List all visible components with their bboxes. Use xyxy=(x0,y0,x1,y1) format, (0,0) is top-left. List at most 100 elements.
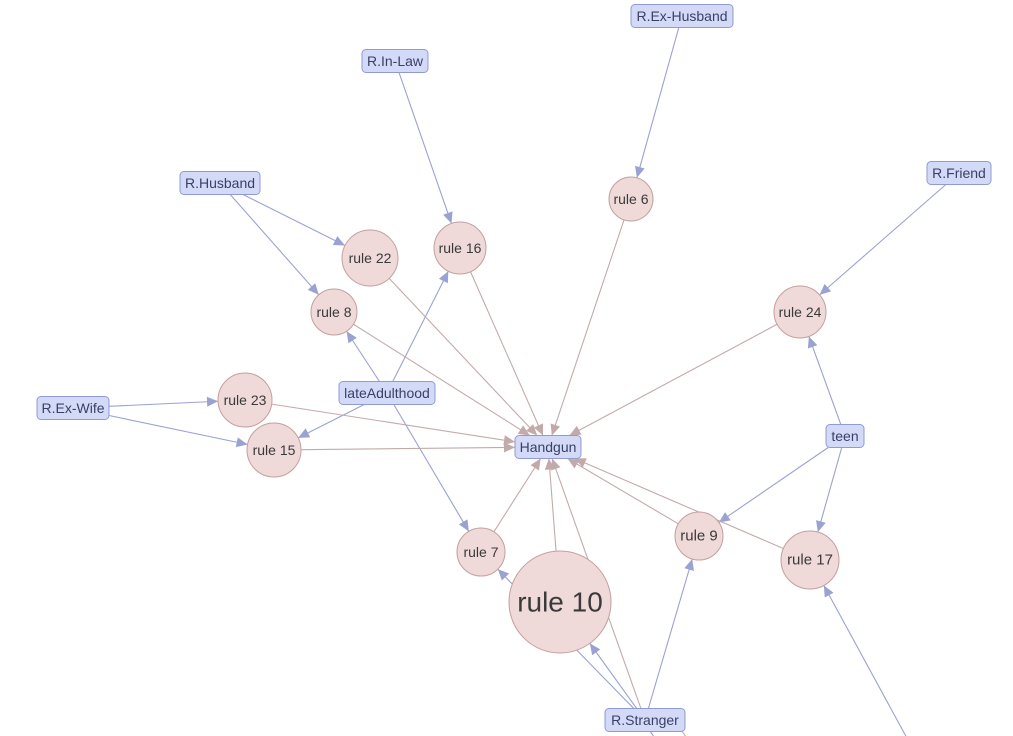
rule-label: rule 7 xyxy=(463,544,498,560)
item-label: lateAdulthood xyxy=(344,385,430,401)
item-box xyxy=(630,4,734,28)
edge-arrowhead xyxy=(589,643,601,656)
rule-node-rule-10[interactable]: rule 10 xyxy=(508,550,612,654)
item-node-r-friend[interactable]: R.Friend xyxy=(926,161,992,185)
edge-arrowhead xyxy=(823,585,834,598)
rule-node-rule-16[interactable]: rule 16 xyxy=(433,221,487,275)
rule-label: rule 24 xyxy=(779,304,822,320)
edge-rule-22-to-handgun xyxy=(388,278,538,436)
edge-r-in-law-to-rule-16 xyxy=(398,72,452,224)
rule-circle xyxy=(780,530,840,590)
edge-arrowhead xyxy=(569,425,582,436)
item-box xyxy=(36,396,110,420)
edge-arrowhead xyxy=(517,425,530,436)
node-layer: rule 6 rule 16 rule 22 rule 8 rule 24 rule 23… xyxy=(36,4,992,732)
edge-arrowhead xyxy=(458,519,469,532)
edge-arrowhead xyxy=(307,283,319,295)
item-node-r-ex-wife[interactable]: R.Ex-Wife xyxy=(36,396,110,420)
item-node-teen[interactable]: teen xyxy=(825,424,865,448)
item-box xyxy=(514,435,582,459)
rule-node-rule-24[interactable]: rule 24 xyxy=(773,285,827,339)
rule-circle xyxy=(217,372,273,428)
edge-teen-to-rule-24 xyxy=(808,336,842,425)
rule-node-rule-17[interactable]: rule 17 xyxy=(780,530,840,590)
rule-label: rule 22 xyxy=(349,250,392,266)
edge-r-ex-wife-to-rule-23 xyxy=(108,400,219,407)
item-node-handgun[interactable]: Handgun xyxy=(514,435,582,459)
item-node-late-adulthood[interactable]: lateAdulthood xyxy=(338,381,436,405)
rule-node-rule-6[interactable]: rule 6 xyxy=(608,176,654,222)
rule-circle xyxy=(246,422,302,478)
item-label: R.Husband xyxy=(185,175,255,191)
edge-r-stranger-to-rule-9 xyxy=(647,558,693,709)
rule-node-rule-15[interactable]: rule 15 xyxy=(246,422,302,478)
item-label: R.Ex-Wife xyxy=(42,400,105,416)
item-box xyxy=(825,424,865,448)
rule-label: rule 9 xyxy=(680,528,718,545)
edge-teen-to-rule-17 xyxy=(817,447,843,533)
edge-arrowhead xyxy=(816,520,826,533)
rule-node-rule-23[interactable]: rule 23 xyxy=(217,372,273,428)
edge-arrowhead xyxy=(684,559,694,571)
edge-arrowhead xyxy=(819,283,832,295)
rule-circle xyxy=(310,288,358,336)
edge-r-stranger-to-rule-10 xyxy=(589,643,638,709)
edge-r-husband-to-rule-8 xyxy=(229,194,320,296)
edge-layer xyxy=(108,27,947,736)
item-box xyxy=(926,161,992,185)
edge-rule-6-to-handgun xyxy=(551,219,625,436)
edge-arrowhead xyxy=(503,435,515,446)
item-label: R.In-Law xyxy=(367,53,424,69)
edge-arrowhead xyxy=(635,165,645,178)
rule-circle xyxy=(456,527,506,577)
item-node-r-in-law[interactable]: R.In-Law xyxy=(361,49,429,73)
edge-late-adulthood-to-rule-15 xyxy=(297,404,365,439)
edge-arrowhead xyxy=(497,569,510,581)
item-label: Handgun xyxy=(520,439,577,455)
item-box xyxy=(338,381,436,405)
edge-arrowhead xyxy=(443,211,453,224)
rule-label: rule 6 xyxy=(613,191,648,207)
rule-node-rule-9[interactable]: rule 9 xyxy=(674,511,724,561)
edge-r-ex-wife-to-rule-15 xyxy=(108,414,248,446)
rule-circle xyxy=(341,229,399,287)
edge-offscreen-to-rule-17 xyxy=(823,585,907,736)
edge-arrowhead xyxy=(567,458,580,469)
rule-node-rule-7[interactable]: rule 7 xyxy=(456,527,506,577)
edge-rule-8-to-handgun xyxy=(353,323,531,436)
edge-rule-7-to-handgun xyxy=(493,458,542,533)
item-label: R.Stranger xyxy=(611,712,679,728)
rule-label: rule 17 xyxy=(787,552,833,569)
rule-node-rule-8[interactable]: rule 8 xyxy=(310,288,358,336)
edge-rule-10-to-handgun xyxy=(548,458,557,552)
rule-label: rule 23 xyxy=(224,392,267,408)
edge-rule-23-to-handgun xyxy=(271,403,516,443)
edge-rule-9-to-handgun xyxy=(567,458,679,525)
edge-rule-24-to-handgun xyxy=(569,323,778,436)
edge-rule-15-to-handgun xyxy=(300,446,516,451)
edge-rule-16-to-handgun xyxy=(470,271,544,436)
edge-late-adulthood-to-rule-16 xyxy=(392,270,449,382)
rule-circle xyxy=(433,221,487,275)
item-node-r-husband[interactable]: R.Husband xyxy=(179,171,261,195)
rule-circle xyxy=(608,176,654,222)
edge-teen-to-rule-9 xyxy=(718,447,829,523)
edge-r-husband-to-rule-22 xyxy=(242,194,346,246)
item-label: teen xyxy=(831,428,858,444)
edge-arrowhead xyxy=(533,423,544,436)
item-label: R.Ex-Husband xyxy=(636,8,727,24)
edge-arrowhead xyxy=(332,236,345,246)
rule-node-rule-22[interactable]: rule 22 xyxy=(341,229,399,287)
edge-late-adulthood-to-rule-7 xyxy=(393,404,470,532)
edge-rule-17-to-handgun xyxy=(574,457,784,550)
edge-arrowhead xyxy=(438,271,449,284)
edge-offscreen-stub xyxy=(681,730,686,736)
item-node-r-ex-husband[interactable]: R.Ex-Husband xyxy=(630,4,734,28)
rule-circle xyxy=(508,550,612,654)
edge-arrowhead xyxy=(298,428,311,438)
rule-label: rule 15 xyxy=(253,442,296,458)
edge-r-friend-to-rule-24 xyxy=(819,184,947,296)
item-node-r-stranger[interactable]: R.Stranger xyxy=(604,708,686,732)
item-box xyxy=(179,171,261,195)
